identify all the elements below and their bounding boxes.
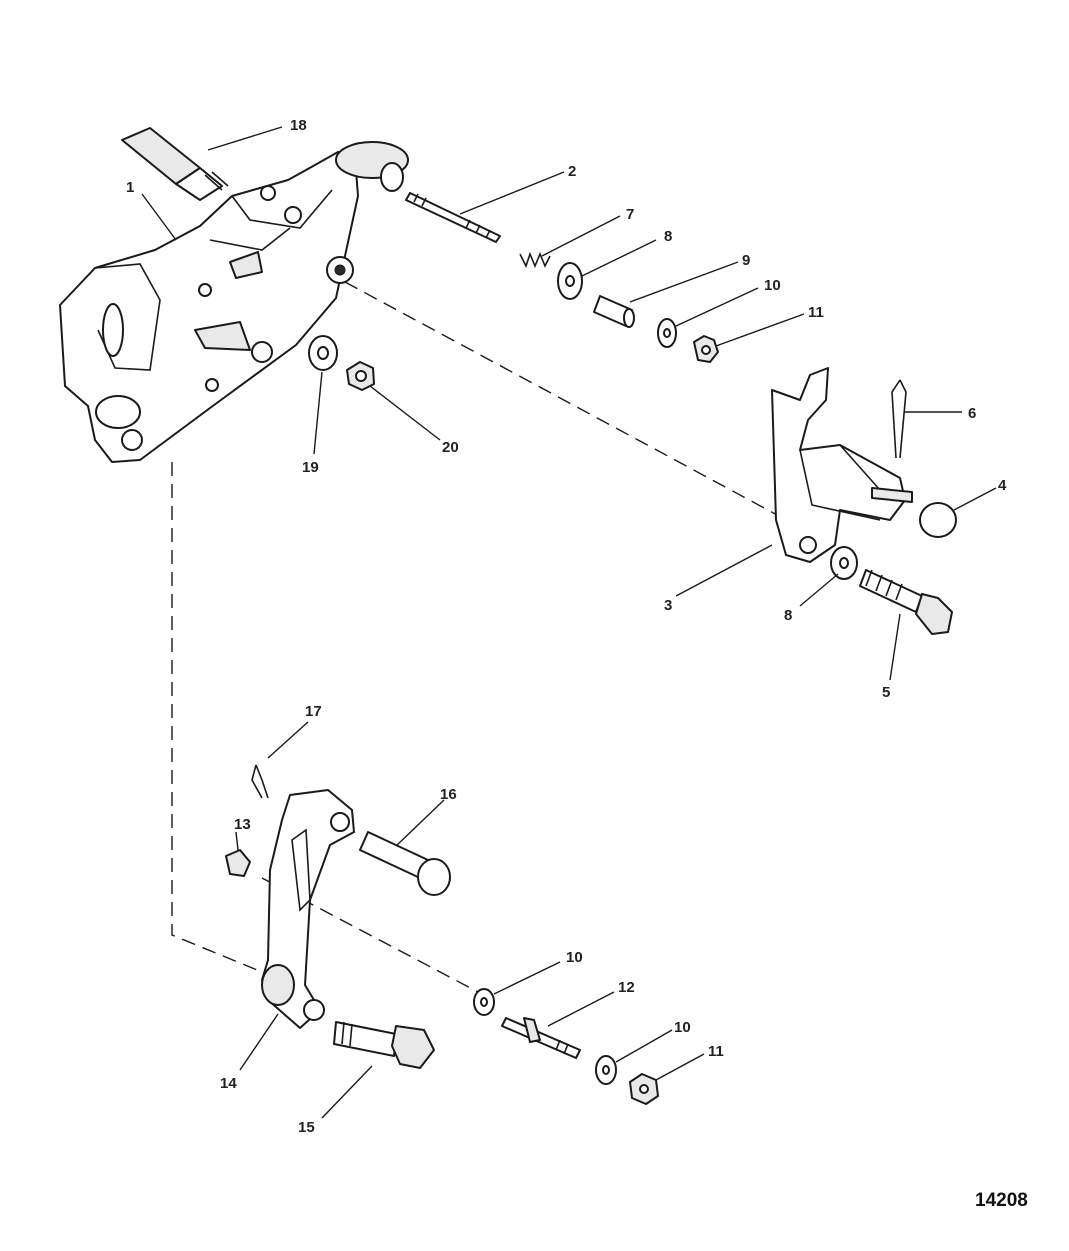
leader-8b bbox=[799, 573, 839, 607]
callout-6: 6 bbox=[968, 405, 976, 422]
part-5-bolt bbox=[859, 569, 953, 635]
part-11-nut-top bbox=[693, 335, 719, 363]
callout-13: 13 bbox=[234, 816, 251, 833]
leader-11a bbox=[715, 313, 805, 347]
leader-12 bbox=[547, 991, 615, 1027]
leader-5 bbox=[889, 613, 901, 681]
callout-9: 9 bbox=[742, 252, 750, 269]
part-4-cap bbox=[919, 502, 957, 538]
callout-14: 14 bbox=[220, 1075, 237, 1092]
callout-10a: 10 bbox=[764, 277, 781, 294]
part-20-nut bbox=[346, 361, 375, 391]
part-10-washer-mid bbox=[473, 988, 495, 1016]
callout-15: 15 bbox=[298, 1119, 315, 1136]
leader-4 bbox=[953, 487, 997, 511]
leader-20 bbox=[369, 385, 441, 441]
callout-3: 3 bbox=[664, 597, 672, 614]
part-15-shoulder-bolt bbox=[333, 1021, 435, 1069]
leader-1 bbox=[141, 193, 177, 241]
leader-11b bbox=[655, 1053, 705, 1081]
callout-7: 7 bbox=[626, 206, 634, 223]
callout-2: 2 bbox=[568, 163, 576, 180]
part-9-sleeve bbox=[593, 295, 635, 328]
part-19-washer bbox=[308, 335, 338, 371]
leader-13 bbox=[235, 831, 239, 851]
leader-10a bbox=[675, 287, 759, 327]
callout-5: 5 bbox=[882, 684, 890, 701]
part-14-link-arm bbox=[261, 789, 355, 1029]
leader-lines bbox=[141, 126, 997, 1119]
callout-labels: 18 1 2 7 8 9 10 11 6 4 3 8 5 19 20 17 16… bbox=[126, 117, 1007, 1136]
part-8-washer-top bbox=[557, 262, 583, 300]
part-11-nut-lower bbox=[629, 1073, 659, 1105]
assembly-line-main-to-lever bbox=[344, 281, 793, 524]
leader-14 bbox=[239, 1013, 279, 1071]
leader-16 bbox=[395, 799, 445, 847]
callout-11b: 11 bbox=[708, 1043, 724, 1060]
callout-10b: 10 bbox=[566, 949, 583, 966]
callout-10c: 10 bbox=[674, 1019, 691, 1036]
leader-10c bbox=[615, 1029, 673, 1063]
part-18-spacer bbox=[121, 127, 229, 201]
part-8-washer-lower bbox=[830, 546, 858, 580]
callout-12: 12 bbox=[618, 979, 635, 996]
leader-17 bbox=[267, 721, 309, 759]
callout-19: 19 bbox=[302, 459, 319, 476]
part-2-stud bbox=[405, 192, 501, 243]
part-17-cotter-pin bbox=[251, 764, 269, 799]
callout-8a: 8 bbox=[664, 228, 672, 245]
callout-4: 4 bbox=[998, 477, 1007, 494]
assembly-line-main-to-link bbox=[171, 462, 263, 973]
part-1-shift-bracket bbox=[59, 141, 409, 463]
leader-8a bbox=[581, 239, 657, 277]
leader-18 bbox=[207, 126, 283, 151]
part-10-washer-top bbox=[657, 318, 677, 348]
leader-9 bbox=[629, 261, 739, 303]
callout-18: 18 bbox=[290, 117, 307, 134]
part-10-washer-lower bbox=[595, 1055, 617, 1085]
leader-15 bbox=[321, 1065, 373, 1119]
callout-1: 1 bbox=[126, 179, 134, 196]
part-3-shift-lever bbox=[771, 367, 913, 563]
leader-19 bbox=[313, 371, 323, 455]
leader-2 bbox=[459, 171, 565, 215]
part-7-spring bbox=[519, 251, 551, 269]
part-16-clevis-pin bbox=[359, 831, 451, 896]
leader-3 bbox=[675, 544, 773, 597]
part-13-pin bbox=[225, 849, 251, 877]
leader-10b bbox=[493, 961, 561, 995]
callout-11a: 11 bbox=[808, 304, 824, 321]
callout-20: 20 bbox=[442, 439, 459, 456]
figure-number: 14208 bbox=[975, 1190, 1028, 1211]
part-12-stud bbox=[501, 1017, 581, 1059]
part-6-cotter-pin bbox=[891, 379, 907, 459]
callout-16: 16 bbox=[440, 786, 457, 803]
callout-17: 17 bbox=[305, 703, 322, 720]
leader-7 bbox=[541, 215, 621, 257]
assembly-line-link-to-stud bbox=[261, 877, 479, 993]
callout-8b: 8 bbox=[784, 607, 792, 624]
